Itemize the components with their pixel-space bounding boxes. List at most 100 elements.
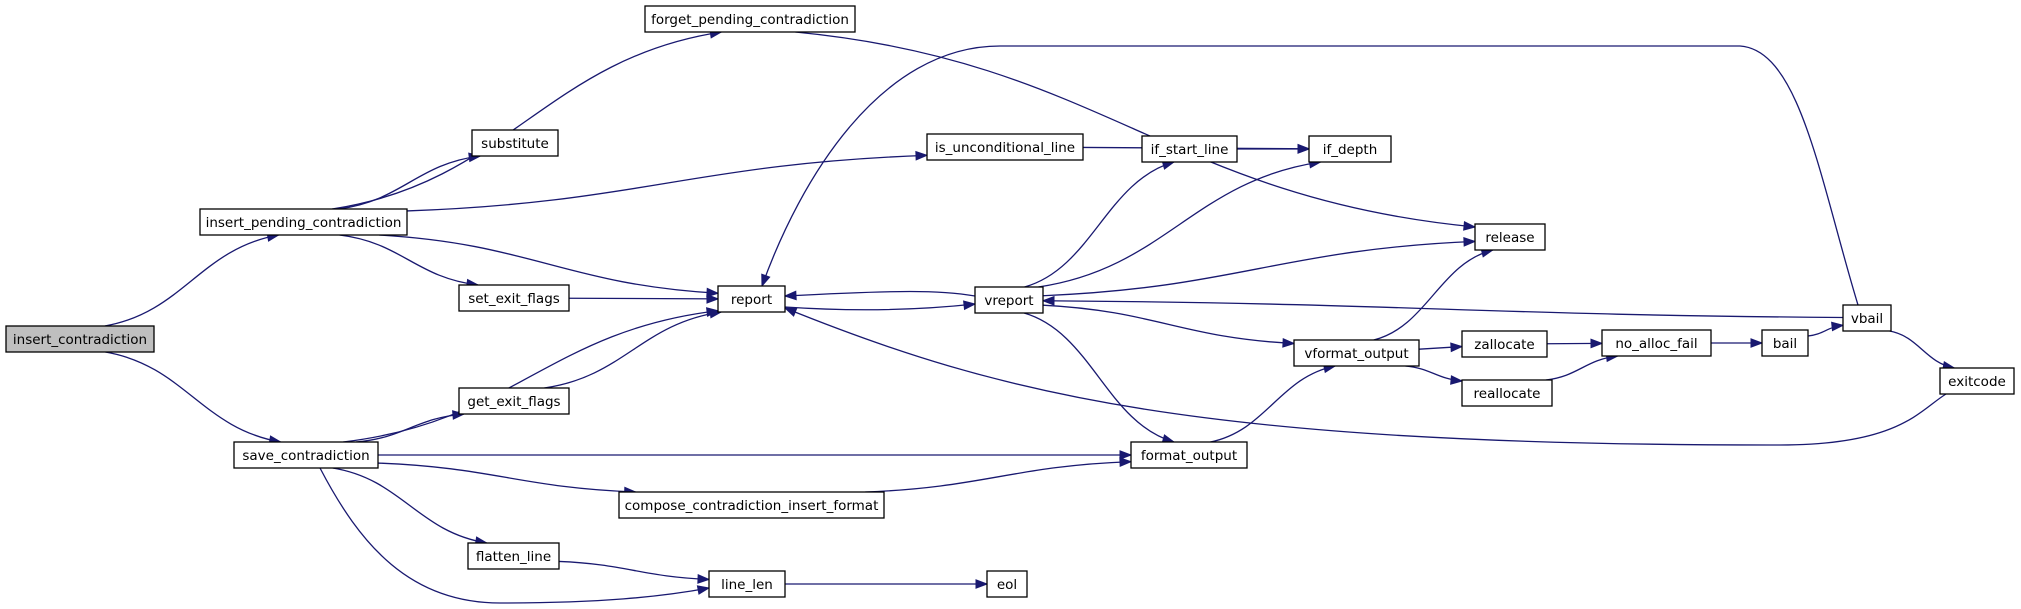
arrowhead [1831, 321, 1845, 332]
node-label: is_unconditional_line [935, 140, 1075, 156]
node-box [926, 133, 1084, 161]
arrowhead [1119, 457, 1133, 467]
node-label: no_alloc_fail [1615, 336, 1697, 352]
node-label: substitute [481, 136, 549, 152]
arrowhead [783, 290, 797, 301]
node-label: insert_contradiction [13, 332, 147, 348]
node-label: reallocate [1474, 386, 1541, 402]
edge-insert_pending_contradiction-to-report [379, 234, 720, 298]
node-line-len[interactable]: line_len [708, 570, 786, 598]
node-label: format_output [1141, 448, 1237, 464]
node-label: forget_pending_contradiction [651, 12, 849, 28]
node-box [5, 325, 155, 353]
node-eol[interactable]: eol [986, 570, 1028, 598]
node-get-exit-flags[interactable]: get_exit_flags [458, 387, 570, 415]
node-set-exit-flags[interactable]: set_exit_flags [458, 284, 570, 312]
edge-vreport-to-if_depth [1038, 158, 1323, 288]
edge-insert_contradiction-to-save_contradiction [105, 351, 283, 445]
arrowhead [697, 574, 711, 584]
arrowhead [1450, 375, 1464, 385]
arrowhead [452, 410, 466, 420]
node-label: compose_contradiction_insert_format [625, 498, 879, 514]
edge-save_contradiction-to-get_exit_flags [356, 410, 466, 443]
edge-insert_pending_contradiction-to-substitute [338, 152, 482, 210]
node-zallocate[interactable]: zallocate [1461, 330, 1548, 358]
nodes-layer: insert_contradiction insert_pending_contr… [5, 5, 2015, 598]
edge-vreport-to-format_output [1023, 312, 1176, 444]
edge-vbail-to-exitcode [1889, 330, 1956, 371]
edge-save_contradiction-to-flatten_line [332, 467, 489, 547]
node-label: if_start_line [1151, 142, 1229, 158]
node-box [717, 285, 786, 313]
edge-flatten_line-to-line_len [558, 560, 711, 584]
node-no-alloc-fail[interactable]: no_alloc_fail [1601, 329, 1712, 357]
node-flatten-line[interactable]: flatten_line [467, 542, 560, 570]
arrowhead [1297, 144, 1311, 154]
edge-vreport-to-release [1042, 236, 1477, 297]
node-label: bail [1773, 336, 1797, 352]
node-reallocate[interactable]: reallocate [1461, 379, 1553, 407]
node-box [1601, 329, 1712, 357]
node-label: report [731, 292, 772, 308]
node-is-unconditional-line[interactable]: is_unconditional_line [926, 133, 1084, 161]
edge-vbail-to-vreport [1041, 295, 1844, 319]
node-report[interactable]: report [717, 285, 786, 313]
edge-report-to-vreport [784, 300, 977, 311]
edge-vreport-to-vformat_output [1042, 304, 1296, 348]
node-box [458, 284, 570, 312]
node-insert-pending-contradiction[interactable]: insert_pending_contradiction [199, 208, 408, 236]
node-box [1308, 135, 1392, 163]
node-compose-contradiction-insert-format[interactable]: compose_contradiction_insert_format [618, 491, 885, 519]
node-box [1461, 330, 1548, 358]
node-if-start-line[interactable]: if_start_line [1141, 135, 1238, 163]
node-box [199, 208, 408, 236]
arrowhead [1463, 220, 1477, 231]
node-exitcode[interactable]: exitcode [1939, 367, 2015, 395]
node-vbail[interactable]: vbail [1842, 304, 1892, 332]
node-label: vbail [1851, 311, 1883, 327]
arrowhead [1041, 295, 1055, 306]
node-label: exitcode [1948, 374, 2006, 390]
arrowhead [783, 307, 798, 317]
node-save-contradiction[interactable]: save_contradiction [233, 441, 379, 469]
arrowhead [706, 287, 720, 298]
node-bail[interactable]: bail [1761, 329, 1809, 357]
arrowhead [1463, 236, 1477, 247]
node-box [458, 387, 570, 415]
edge-insert_contradiction-to-insert_pending_contradiction [104, 232, 281, 327]
edge-vformat_output-to-reallocate [1405, 365, 1464, 385]
edge-vformat_output-to-release [1373, 248, 1495, 341]
node-box [467, 542, 560, 570]
edge-compose_contradiction_insert_format-to-format_output [865, 457, 1133, 493]
node-label: line_len [721, 577, 773, 593]
node-label: set_exit_flags [468, 291, 560, 307]
arrowhead [706, 293, 720, 304]
node-box [1761, 329, 1809, 357]
node-label: insert_pending_contradiction [206, 215, 402, 231]
node-box [1461, 379, 1553, 407]
node-box [1474, 223, 1546, 251]
node-insert-contradiction[interactable]: insert_contradiction [5, 325, 155, 353]
arrowhead [1119, 450, 1133, 460]
node-if-depth[interactable]: if_depth [1308, 135, 1392, 163]
arrowhead [1450, 342, 1464, 353]
node-label: flatten_line [476, 549, 551, 565]
arrowhead [761, 273, 771, 288]
node-format-output[interactable]: format_output [1130, 441, 1248, 469]
node-box [1939, 367, 2015, 395]
node-vreport[interactable]: vreport [974, 286, 1044, 314]
arrowhead [975, 579, 989, 589]
node-box [1130, 441, 1248, 469]
node-vformat-output[interactable]: vformat_output [1293, 339, 1420, 367]
arrowhead [915, 150, 929, 161]
node-release[interactable]: release [1474, 223, 1546, 251]
edge-forget_pending_contradiction-to-release [795, 31, 1477, 231]
node-substitute[interactable]: substitute [471, 129, 559, 157]
edges-layer [104, 28, 1956, 604]
node-box [644, 5, 856, 33]
node-label: release [1485, 230, 1534, 246]
edge-save_contradiction-to-compose_contradiction_insert_format [377, 462, 638, 497]
node-label: zallocate [1474, 337, 1534, 353]
edge-vbail-to-report [761, 45, 1859, 306]
node-forget-pending-contradiction[interactable]: forget_pending_contradiction [644, 5, 856, 33]
